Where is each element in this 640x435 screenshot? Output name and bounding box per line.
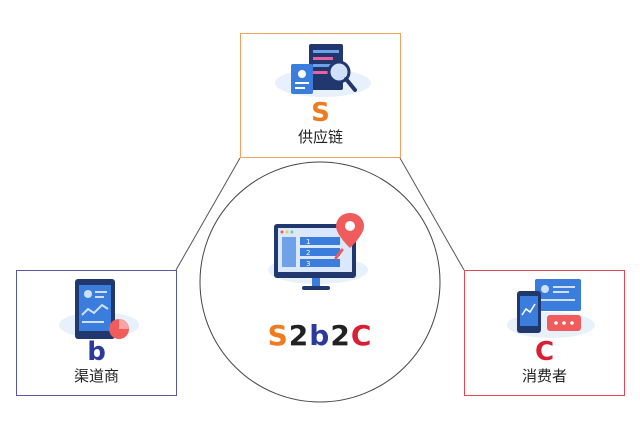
title-part-b: b xyxy=(309,319,331,352)
title-part-2a: 2 xyxy=(288,319,310,352)
connector-right xyxy=(399,157,465,271)
consumer-label: 消费者 xyxy=(521,367,567,385)
channel-letter: b xyxy=(87,337,106,367)
list-number-1: 1 xyxy=(306,238,310,246)
list-number-3: 3 xyxy=(306,260,310,268)
channel-label: 渠道商 xyxy=(73,367,119,385)
tablet-report-icon xyxy=(59,279,139,339)
monitor-location-icon: 1 2 3 xyxy=(268,213,368,290)
document-search-icon xyxy=(275,44,371,97)
list-number-2: 2 xyxy=(306,249,310,257)
title-part-2b: 2 xyxy=(330,319,351,352)
center-title: S2b2C xyxy=(220,322,420,350)
consumer-node: C 消费者 xyxy=(464,270,625,396)
title-part-c: C xyxy=(350,319,373,352)
connector-left xyxy=(175,157,241,271)
mobile-chat-icon xyxy=(507,279,595,338)
supply-letter: S xyxy=(311,98,330,128)
supply-node: S 供应链 xyxy=(240,33,401,158)
title-part-s: S xyxy=(267,319,289,352)
supply-label: 供应链 xyxy=(297,128,343,146)
channel-node: b 渠道商 xyxy=(16,270,177,396)
consumer-letter: C xyxy=(534,337,555,367)
